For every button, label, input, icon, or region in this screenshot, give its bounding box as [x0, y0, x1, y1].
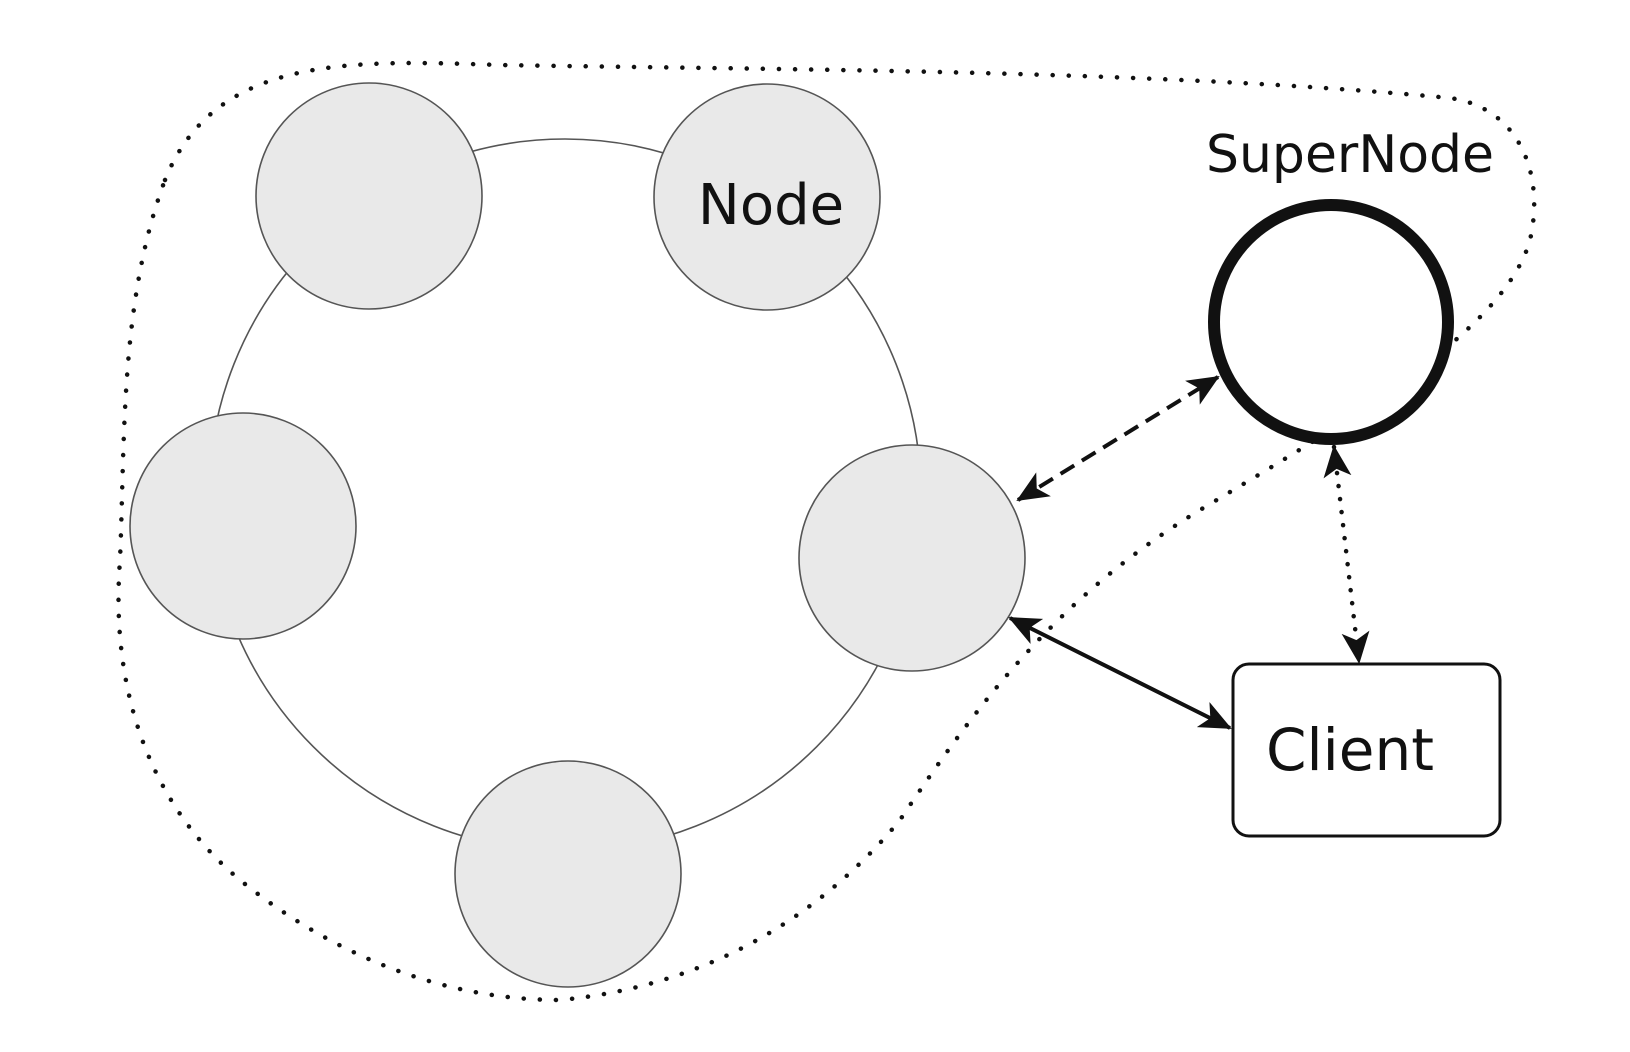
node-bottom — [454, 760, 682, 988]
supernode-circle — [1208, 199, 1454, 445]
node-top-right — [653, 83, 881, 311]
node-label: Node — [698, 173, 844, 238]
client-box — [1231, 662, 1502, 838]
connection-supernode-client — [1323, 444, 1370, 665]
node-left — [129, 412, 357, 640]
client-label: Client — [1266, 716, 1434, 784]
node-top-left — [255, 82, 483, 310]
supernode-label: SuperNode — [1206, 125, 1494, 185]
connection-node-client — [1008, 616, 1232, 730]
connection-node-supernode — [1016, 375, 1220, 502]
node-right — [798, 444, 1026, 672]
